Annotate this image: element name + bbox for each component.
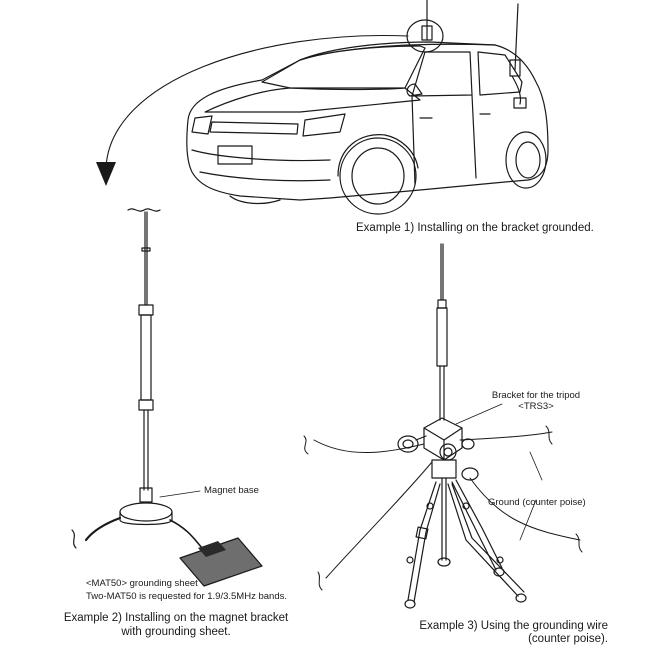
car-license-plate	[217, 145, 253, 165]
bracket-label-line1: Bracket for the tripod	[491, 390, 581, 401]
curved-arrow-icon	[96, 34, 409, 186]
example3-caption-line1: Example 3) Using the grounding wire	[419, 620, 608, 632]
magnifier-circle	[406, 19, 444, 53]
car-body	[186, 41, 549, 201]
grounding-sheet	[179, 537, 263, 587]
car-wheel-rear	[505, 131, 547, 189]
example1-caption: Example 1) Installing on the bracket gro…	[356, 222, 594, 234]
magnet-antenna	[71, 208, 205, 551]
car-headlight-right	[302, 113, 346, 137]
car-antenna-rear	[514, 3, 519, 71]
car-windshield	[261, 45, 426, 91]
car-illustration	[186, 0, 549, 215]
car-window-rear	[477, 51, 523, 96]
example2-caption-line1: Example 2) Installing on the magnet brac…	[63, 612, 289, 624]
example2-caption-line2: with grounding sheet.	[121, 626, 231, 638]
tripod-bracket	[423, 417, 463, 441]
car-wheel-front	[339, 137, 417, 215]
magnet-base-label: Magnet base	[204, 485, 259, 496]
ground-label: Ground (counter poise)	[488, 497, 586, 508]
bracket-label-line2: <TRS3>	[518, 401, 554, 412]
counter-poise-wires	[303, 425, 583, 591]
example3-caption-line2: (counter poise).	[528, 633, 608, 645]
grounding-note-label: Two-MAT50 is requested for 1.9/3.5MHz ba…	[86, 591, 287, 602]
car-grille	[209, 121, 299, 135]
car-hood	[204, 87, 421, 113]
grounding-sheet-label: <MAT50> grounding sheet	[86, 578, 198, 589]
car-mirror	[406, 83, 423, 97]
car-headlight-left	[191, 115, 213, 135]
magnet-base	[119, 502, 173, 522]
car-window-front	[411, 51, 473, 97]
tripod-antenna	[397, 243, 527, 609]
